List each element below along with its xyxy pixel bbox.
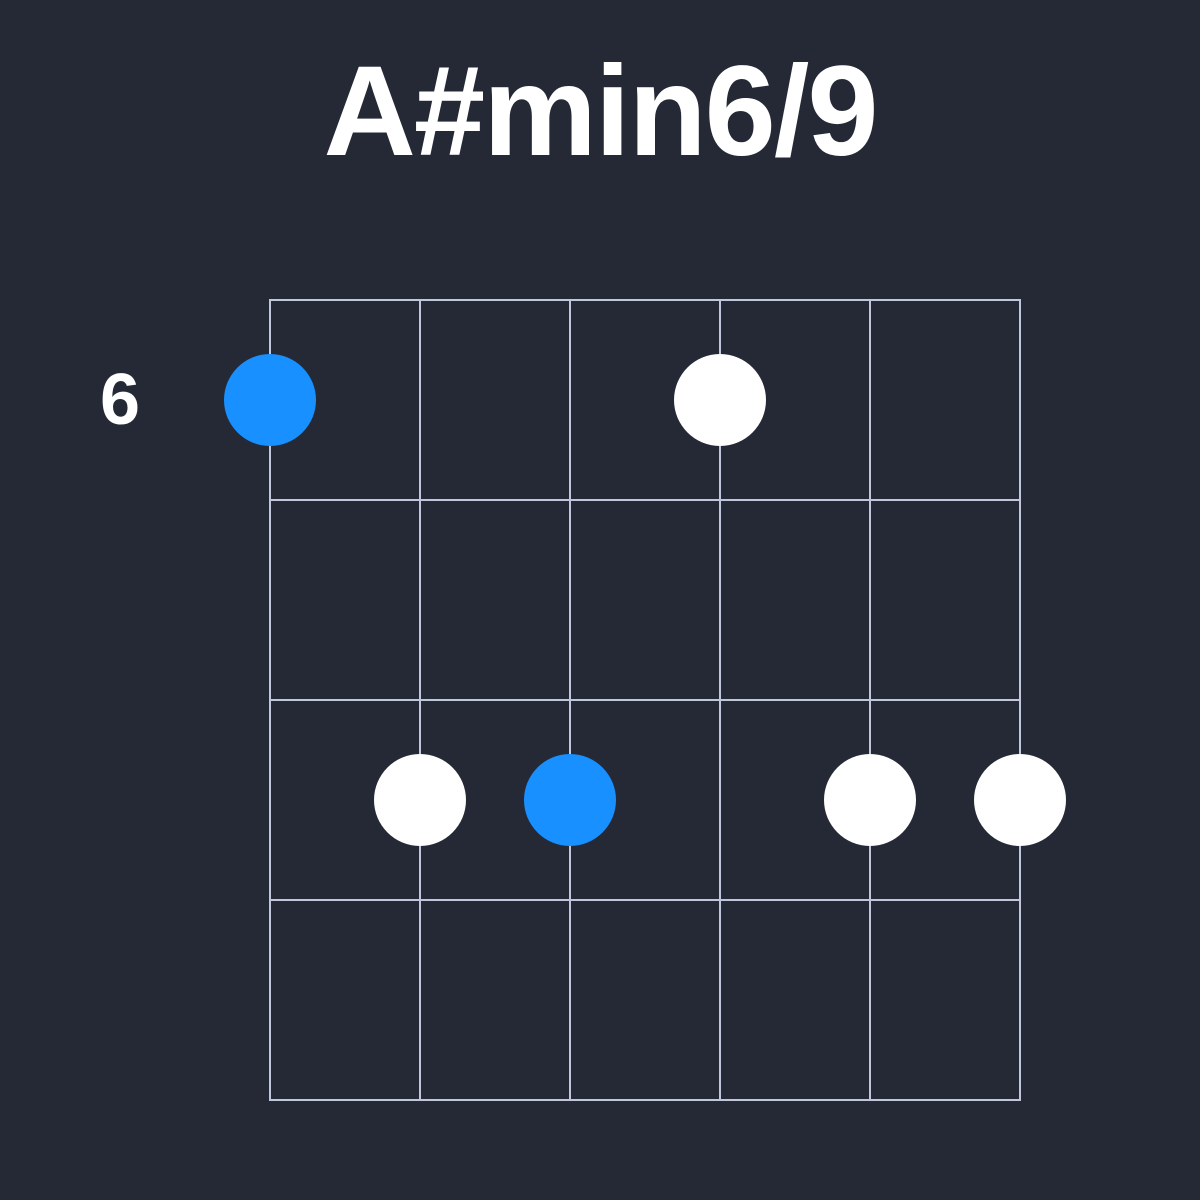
finger-dot-s5-f3 <box>824 754 916 846</box>
root-note-dot-s3-f3 <box>524 754 616 846</box>
start-fret-label: 6 <box>99 360 141 440</box>
finger-dots <box>224 354 1066 846</box>
root-note-dot-s1-f1 <box>224 354 316 446</box>
grid-lines <box>269 299 1021 1101</box>
chord-title: A#min6/9 <box>323 40 878 183</box>
finger-dot-s4-f1 <box>674 354 766 446</box>
finger-dot-s2-f3 <box>374 754 466 846</box>
finger-dot-s6-f3 <box>974 754 1066 846</box>
